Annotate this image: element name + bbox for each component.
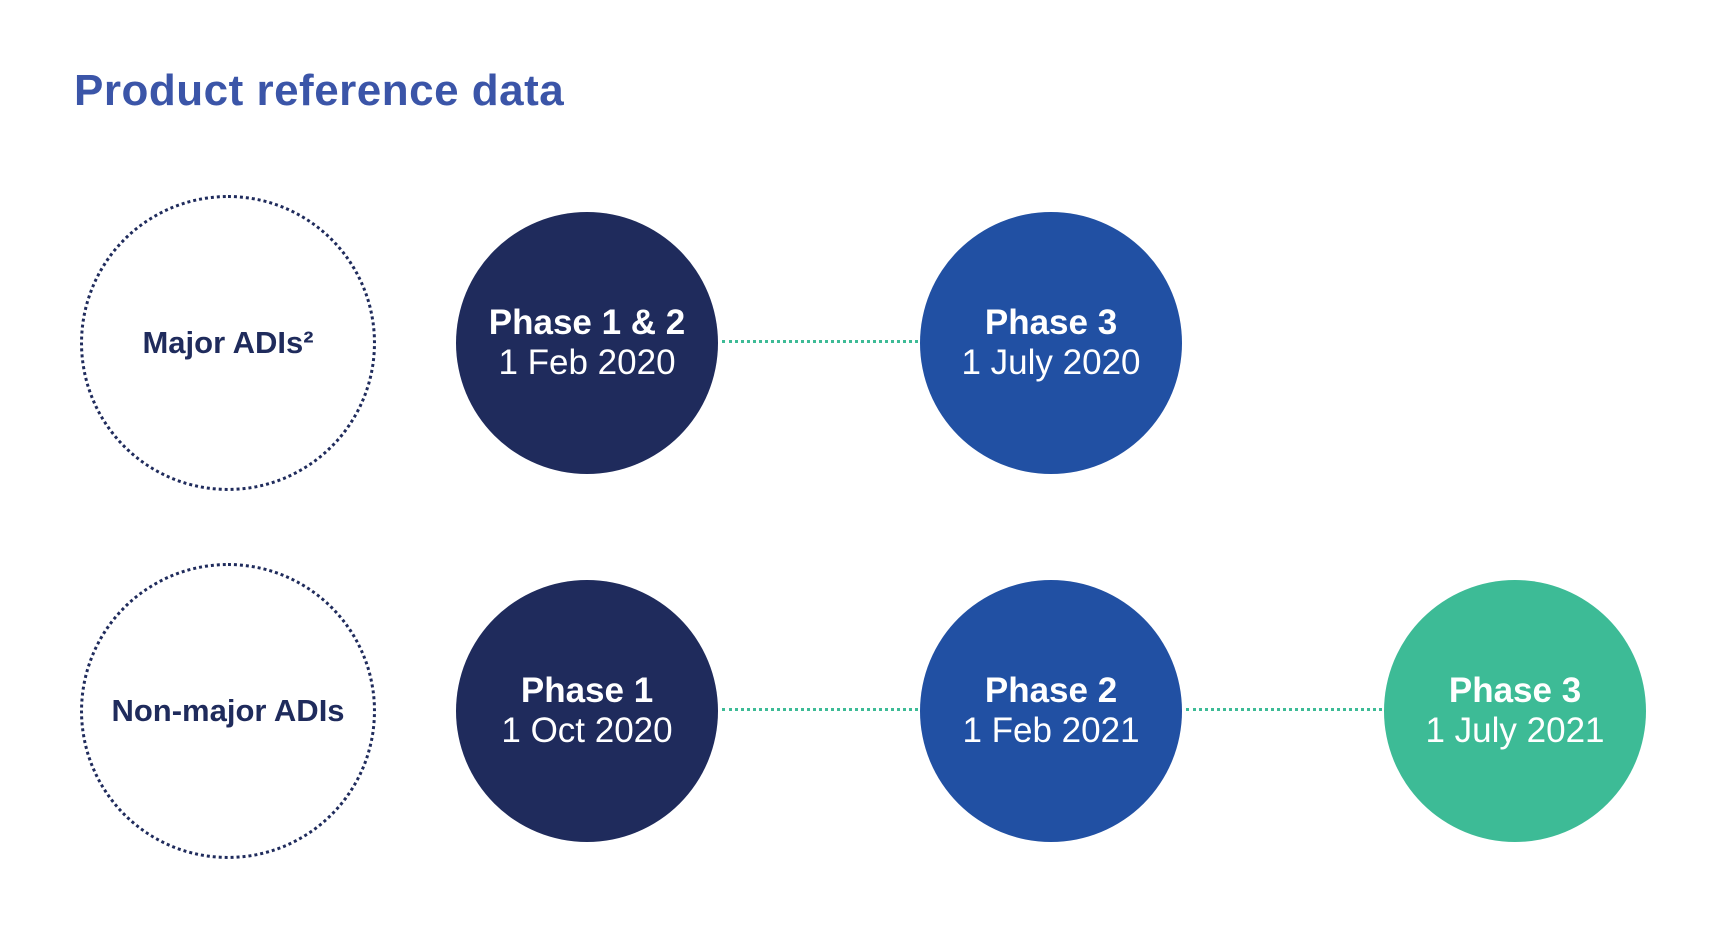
phase-name: Phase 1 & 2: [488, 303, 686, 342]
phase-name: Phase 2: [984, 671, 1118, 710]
dotted-connector: [722, 708, 918, 711]
non-major-phase-2-node: Phase 2 1 Feb 2021: [920, 580, 1182, 842]
phase-date: 1 July 2020: [961, 343, 1141, 382]
phase-date: 1 Feb 2021: [962, 711, 1140, 750]
major-phase-1-2-node: Phase 1 & 2 1 Feb 2020: [456, 212, 718, 474]
major-adis-label-circle: Major ADIs²: [80, 195, 376, 491]
non-major-adis-label: Non-major ADIs: [111, 693, 345, 728]
non-major-phase-1-node: Phase 1 1 Oct 2020: [456, 580, 718, 842]
major-adis-row: Major ADIs² Phase 1 & 2 1 Feb 2020 Phase…: [0, 195, 1713, 495]
phase-date: 1 July 2021: [1425, 711, 1605, 750]
non-major-adis-row: Non-major ADIs Phase 1 1 Oct 2020 Phase …: [0, 563, 1713, 863]
phase-date: 1 Feb 2020: [498, 343, 676, 382]
non-major-phase-3-node: Phase 3 1 July 2021: [1384, 580, 1646, 842]
non-major-adis-label-circle: Non-major ADIs: [80, 563, 376, 859]
major-adis-label: Major ADIs²: [142, 325, 314, 360]
page-title: Product reference data: [74, 66, 565, 115]
phase-name: Phase 3: [1448, 671, 1582, 710]
phase-name: Phase 3: [984, 303, 1118, 342]
phase-date: 1 Oct 2020: [501, 711, 673, 750]
phase-name: Phase 1: [520, 671, 654, 710]
dotted-connector: [722, 340, 918, 343]
major-phase-3-node: Phase 3 1 July 2020: [920, 212, 1182, 474]
dotted-connector: [1186, 708, 1382, 711]
